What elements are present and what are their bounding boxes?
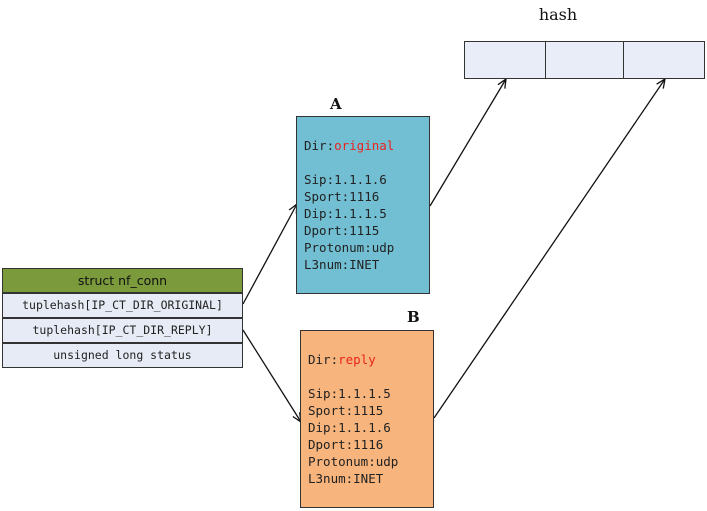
tuple-a-dir: Dir:original [304,138,394,153]
tuple-a-box: Dir:original Sip:1.1.1.6 Sport:1116 Dip:… [296,116,430,294]
dir-key: Dir: [304,138,335,153]
dir-value: original [334,138,395,153]
tuple-field: Sip:1.1.1.5 [308,386,391,401]
tuple-field: L3num:INET [304,257,380,272]
nf-conn-row-reply: tuplehash[IP_CT_DIR_REPLY] [2,318,243,343]
tuple-a-label: A [330,95,342,113]
tuple-field: Dip:1.1.1.5 [304,206,387,221]
nf-conn-row-status: unsigned long status [2,343,243,368]
tuple-field: Dport:1115 [304,223,380,238]
tuple-field: Sip:1.1.1.6 [304,172,387,187]
tuple-field: Sport:1116 [304,189,380,204]
tuple-field: Protonum:udp [304,240,395,255]
tuple-b-box: Dir:reply Sip:1.1.1.5 Sport:1115 Dip:1.1… [300,330,434,508]
hash-bucket [464,41,546,79]
hash-bucket [623,41,705,79]
arrow-original-to-a [242,204,297,305]
dir-value: reply [338,352,376,367]
nf-conn-title: struct nf_conn [2,268,243,293]
arrow-reply-to-b [242,329,301,422]
tuple-b-dir: Dir:reply [308,352,376,367]
tuple-field: Protonum:udp [308,454,399,469]
nf-conn-struct: struct nf_conn tuplehash[IP_CT_DIR_ORIGI… [2,268,243,370]
tuple-field: L3num:INET [308,471,384,486]
tuple-field: Sport:1115 [308,403,384,418]
nf-conn-row-original: tuplehash[IP_CT_DIR_ORIGINAL] [2,293,243,318]
arrow-b-to-hash [433,79,665,419]
hash-bucket [545,41,624,79]
dir-key: Dir: [308,352,339,367]
tuple-b-label: B [407,308,420,326]
tuple-field: Dport:1116 [308,437,384,452]
tuple-field: Dip:1.1.1.6 [308,420,391,435]
hash-title: hash [538,5,578,24]
arrow-a-to-hash [429,79,506,207]
